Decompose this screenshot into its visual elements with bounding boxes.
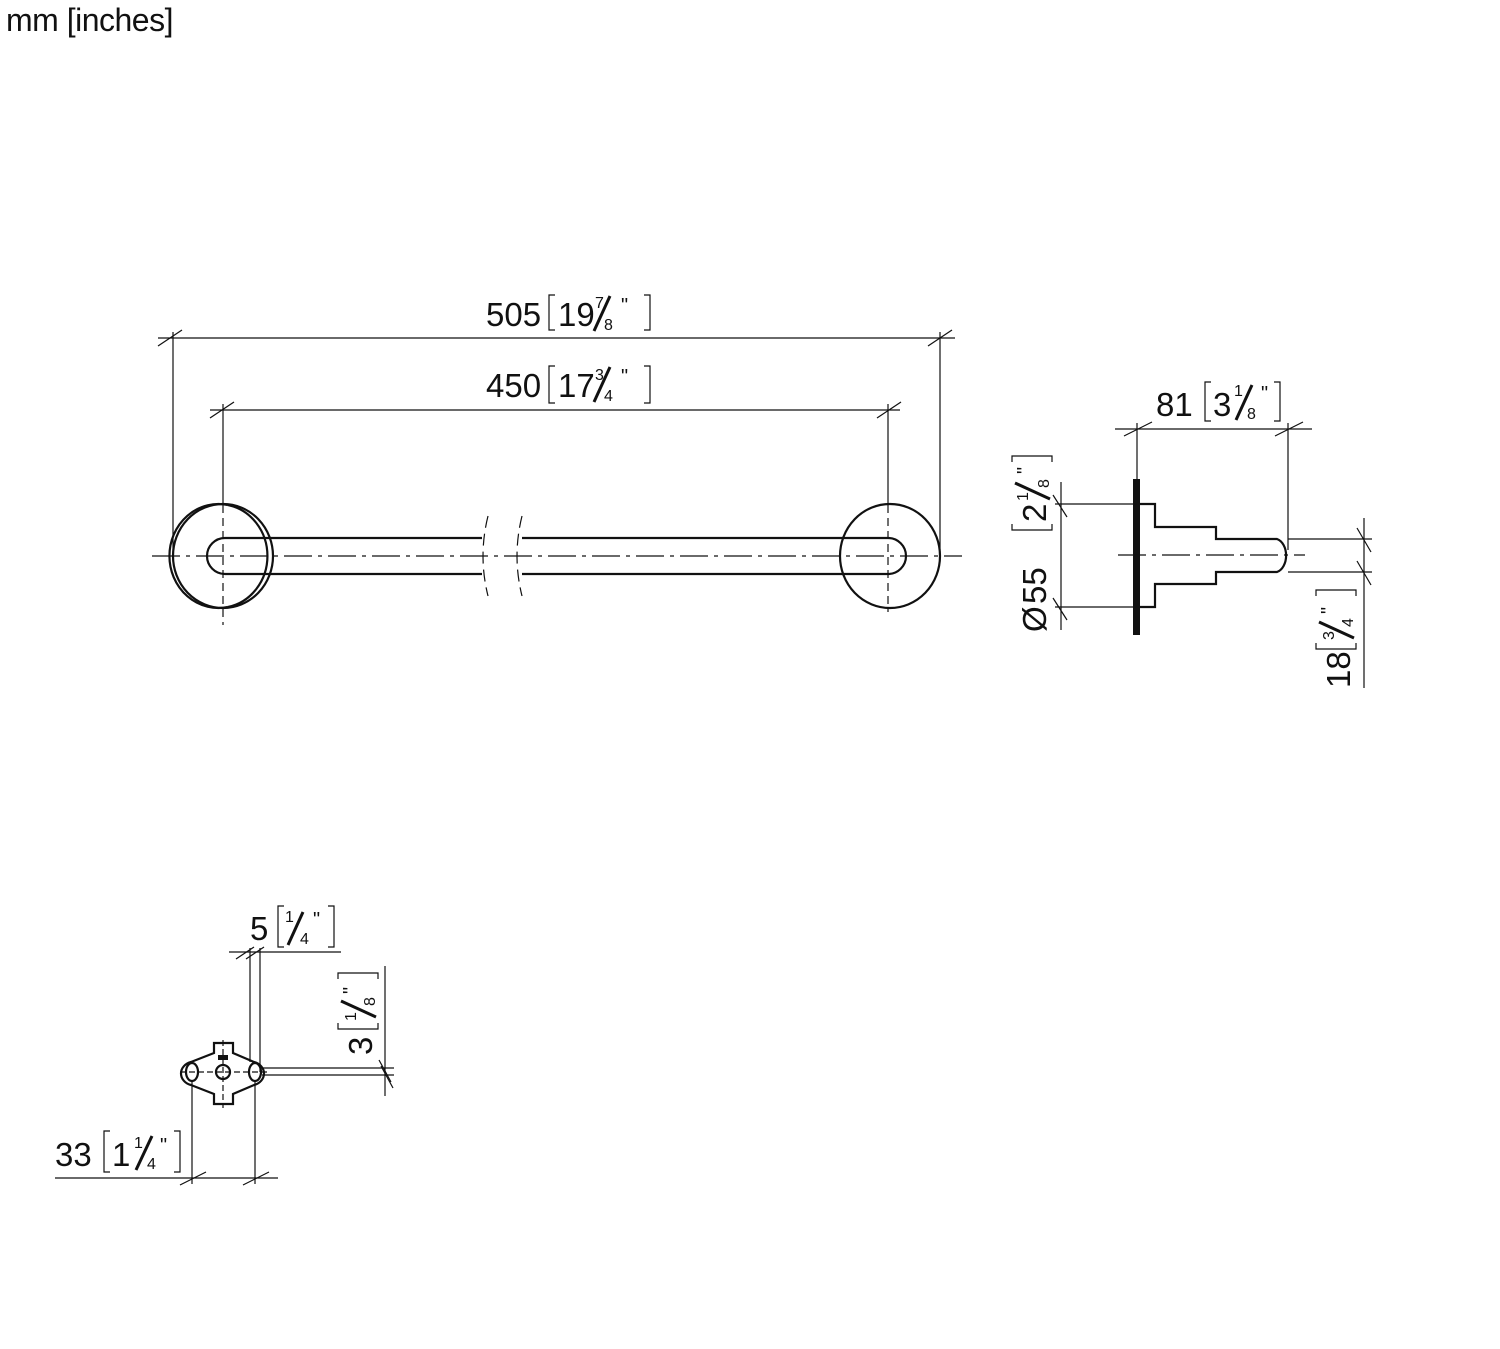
dimension-label-450: 450 17 3 4 " bbox=[486, 365, 651, 405]
svg-text:5: 5 bbox=[250, 910, 268, 947]
svg-text:8: 8 bbox=[1247, 406, 1256, 423]
svg-text:4: 4 bbox=[1340, 618, 1357, 627]
svg-text:3: 3 bbox=[342, 1037, 379, 1055]
svg-text:8: 8 bbox=[362, 997, 379, 1006]
svg-text:2: 2 bbox=[1016, 504, 1053, 522]
mounting-plate-view: 5 1 4 " 3 1 8 " 33 1 1 4 " bbox=[55, 905, 394, 1186]
svg-text:": " bbox=[1261, 383, 1268, 405]
svg-text:1: 1 bbox=[134, 1135, 143, 1152]
svg-text:450: 450 bbox=[486, 367, 541, 404]
svg-text:Ø: Ø bbox=[1016, 606, 1053, 632]
svg-text:33: 33 bbox=[55, 1136, 92, 1173]
svg-text:": " bbox=[621, 366, 628, 388]
svg-text:4: 4 bbox=[147, 1156, 156, 1173]
svg-text:": " bbox=[160, 1135, 167, 1157]
dimension-label-5: 5 1 4 " bbox=[250, 905, 335, 948]
side-view: 81 3 1 8 " Ø 55 2 1 8 " 18 3 4 bbox=[1011, 381, 1372, 688]
svg-text:": " bbox=[621, 295, 628, 317]
units-label: mm [inches] bbox=[6, 2, 173, 38]
svg-text:": " bbox=[1014, 467, 1036, 474]
dimension-label-81: 81 3 1 8 " bbox=[1156, 381, 1281, 423]
svg-text:19: 19 bbox=[558, 296, 595, 333]
dimension-label-3: 3 1 8 " bbox=[337, 972, 379, 1055]
svg-text:8: 8 bbox=[604, 317, 613, 334]
svg-text:4: 4 bbox=[604, 388, 613, 405]
svg-text:81: 81 bbox=[1156, 386, 1193, 423]
svg-text:": " bbox=[1318, 607, 1340, 614]
svg-text:3: 3 bbox=[1213, 386, 1231, 423]
svg-text:1: 1 bbox=[112, 1136, 130, 1173]
dimension-label-33: 33 1 1 4 " bbox=[55, 1130, 181, 1173]
svg-text:3: 3 bbox=[1321, 631, 1338, 640]
svg-text:1: 1 bbox=[1234, 383, 1243, 400]
svg-text:3: 3 bbox=[595, 367, 604, 384]
svg-text:1: 1 bbox=[1015, 492, 1032, 501]
front-view: 505 19 7 8 " 450 17 3 4 " bbox=[152, 294, 962, 625]
svg-text:1: 1 bbox=[343, 1012, 360, 1021]
svg-text:17: 17 bbox=[558, 367, 595, 404]
svg-text:1: 1 bbox=[285, 909, 294, 926]
dimension-label-18: 18 3 4 " bbox=[1315, 589, 1357, 688]
dimension-label-505: 505 19 7 8 " bbox=[486, 294, 651, 334]
dimension-label-diameter-55: Ø 55 2 1 8 " bbox=[1011, 455, 1053, 632]
svg-text:4: 4 bbox=[300, 931, 309, 948]
wall-plate bbox=[1133, 479, 1140, 635]
svg-text:7: 7 bbox=[595, 295, 604, 312]
svg-text:505: 505 bbox=[486, 296, 541, 333]
svg-text:": " bbox=[340, 987, 362, 994]
svg-text:18: 18 bbox=[1320, 651, 1357, 688]
svg-text:55: 55 bbox=[1016, 567, 1053, 604]
svg-text:": " bbox=[313, 909, 320, 931]
svg-text:8: 8 bbox=[1036, 479, 1053, 488]
